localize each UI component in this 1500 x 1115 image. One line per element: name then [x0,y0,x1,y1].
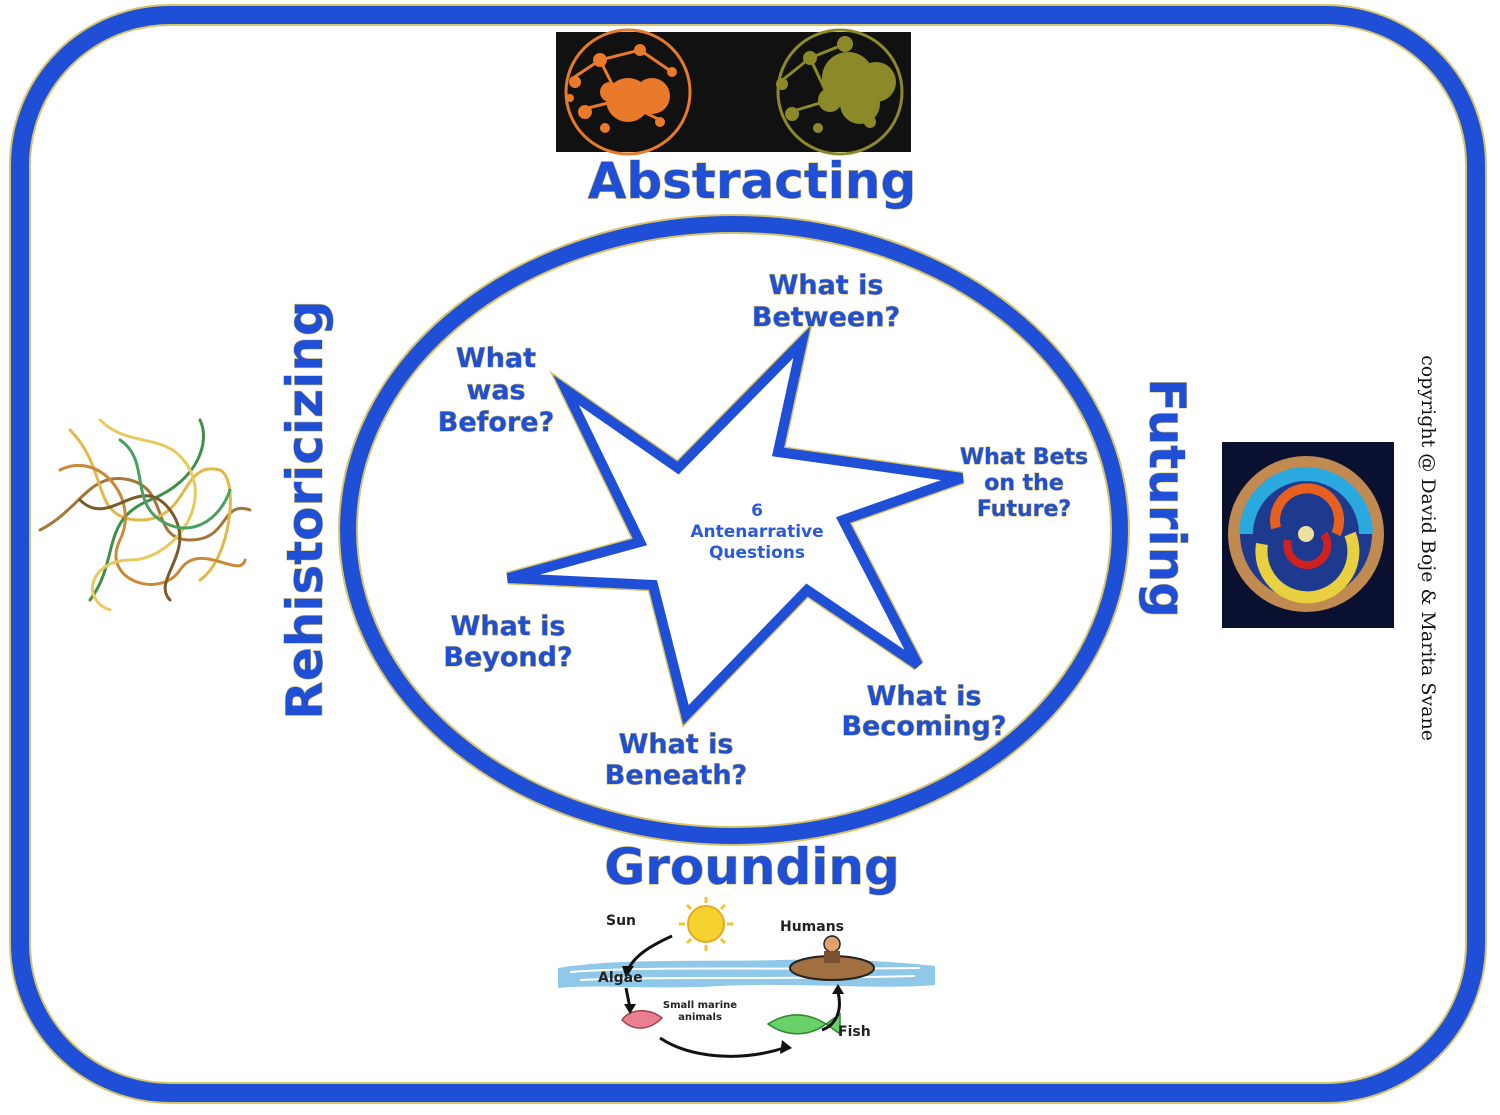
center-title: Antenarrative [690,522,823,542]
svg-text:on the: on the [984,471,1064,496]
outer-frame-inner [11,6,1485,1102]
food-chain-sun: Sun [606,913,636,929]
food-chain-humans: Humans [780,919,844,935]
svg-text:What: What [456,343,536,374]
svg-text:What is: What is [769,270,884,301]
svg-text:Before?: Before? [438,407,554,438]
svg-text:What Bets: What Bets [960,445,1088,470]
question-beyond: What is Beyond? [443,610,573,673]
central-ellipse-inner [340,216,1128,844]
svg-text:Beneath?: Beneath? [605,760,747,791]
sun-icon [679,897,733,951]
center-subtitle: Questions [709,543,805,563]
label-grounding: Grounding [604,838,900,896]
svg-text:What is: What is [451,611,566,642]
fish-icon [766,1012,841,1036]
food-chain-fish: Fish [838,1024,871,1040]
svg-text:Becoming?: Becoming? [841,711,1006,742]
label-rehistoricizing: Rehistoricizing [276,300,334,719]
network-circles-image [556,28,911,156]
food-chain-small-marine: Small marine [663,1000,737,1011]
food-chain-algae: Algae [598,970,643,986]
svg-text:What is: What is [867,681,982,712]
svg-text:Between?: Between? [752,302,900,333]
fractal-spiral-image [1222,442,1394,628]
svg-text:was: was [466,375,525,406]
copyright-text: copyright @ David Boje & Marita Svane [1417,355,1439,741]
svg-text:Beyond?: Beyond? [443,642,572,673]
question-before: What was Before? [437,342,555,438]
svg-text:Future?: Future? [977,497,1071,522]
shrimp-icon [621,1010,664,1029]
boat-icon [789,935,875,981]
question-becoming: What is Becoming? [841,680,1007,742]
food-chain-image: Sun Humans Algae Small marine animals Fi… [558,897,935,1058]
question-between: What is Between? [751,269,900,333]
tangled-lines-image [38,418,252,612]
star-outline [506,326,964,725]
label-futuring: Futuring [1138,378,1196,618]
food-chain-animals: animals [678,1012,722,1023]
label-abstracting: Abstracting [588,152,917,210]
svg-text:What is: What is [619,729,734,760]
question-beneath: What is Beneath? [604,728,748,791]
center-number: 6 [751,501,763,521]
question-future: What Bets on the Future? [959,444,1088,522]
